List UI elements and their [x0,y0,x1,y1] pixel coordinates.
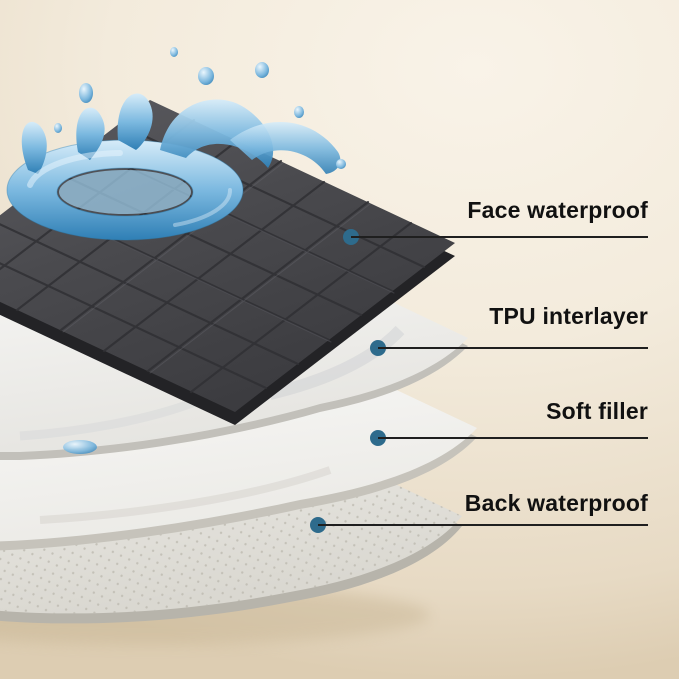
water-splash [6,47,346,241]
water-droplet [294,106,304,118]
callout-line-soft-filler [378,437,648,439]
water-droplet [255,62,269,78]
water-droplet [170,47,178,57]
water-droplet [198,67,214,85]
callout-line-tpu-interlayer [378,347,648,349]
callout-line-back-waterproof [318,524,648,526]
water-droplet [54,123,62,133]
water-droplet [63,440,97,454]
callout-line-face-waterproof [351,236,648,238]
callout-label-face-waterproof: Face waterproof [467,197,648,223]
water-droplet [336,159,346,169]
callout-label-back-waterproof: Back waterproof [464,490,648,516]
water-droplet [79,83,93,103]
callout-label-soft-filler: Soft filler [546,398,648,424]
callout-label-tpu-interlayer: TPU interlayer [489,303,648,329]
